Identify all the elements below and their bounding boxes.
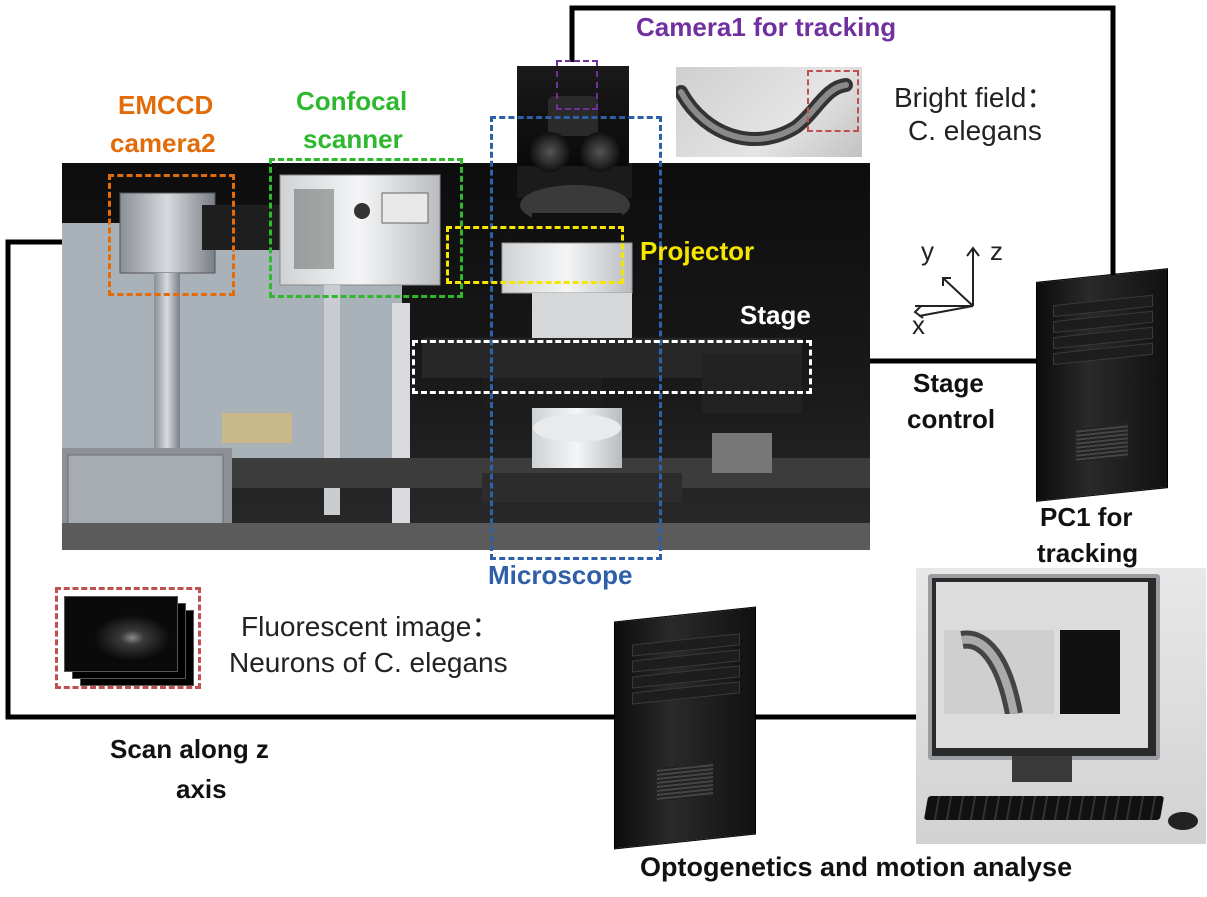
camera1-cable [569, 5, 1116, 283]
pc2-tower [614, 606, 756, 850]
projector-box [446, 226, 624, 284]
bright-field-label-line2: C. elegans [908, 115, 1042, 146]
pc1-tower [1036, 268, 1168, 502]
eyepiece-right [580, 132, 620, 172]
monitor-fluor-view [1060, 630, 1120, 714]
pc1-label-line2: tracking [1037, 538, 1139, 568]
stage-label: Stage [740, 300, 811, 330]
axis-y-label: y [921, 236, 934, 266]
monitor-screen [936, 582, 1148, 748]
pc1-label-line1: PC1 for [1040, 502, 1133, 532]
emccd-label-line2: camera2 [110, 128, 216, 158]
axis-x-label: x [912, 310, 925, 340]
projector-label: Projector [640, 236, 755, 266]
bright-field-roi-box [807, 70, 859, 132]
fluorescent-image [64, 596, 178, 672]
monitor-stand [1012, 756, 1072, 782]
monitor-worm [960, 630, 1023, 714]
bright-field-label-line1: Bright field： [894, 82, 1055, 113]
eyepiece-left [530, 132, 570, 172]
fluorescent-roi-box [55, 587, 201, 689]
scan-z-cable [5, 239, 614, 720]
stage-control-label-line1: Stage [913, 368, 984, 398]
stage-box [412, 340, 812, 394]
camera1-label: Camera1 for tracking [636, 12, 897, 42]
confocal-label-line1: Confocal [296, 86, 408, 116]
optogenetics-label: Optogenetics and motion analyse [640, 852, 1073, 882]
monitor-photo [916, 568, 1206, 844]
mouse [1168, 812, 1198, 830]
bright-field-image [676, 67, 862, 157]
monitor-tracking-view [944, 630, 1054, 714]
microscope-label: Microscope [488, 560, 633, 590]
stage-control-label-line2: control [907, 404, 996, 434]
emccd-label-line1: EMCCD [118, 90, 214, 120]
microscope-box [490, 116, 662, 560]
scan-z-label-line2: axis [176, 774, 227, 804]
keyboard [923, 796, 1165, 820]
camera1-box [556, 60, 598, 110]
fluorescent-label-line2: Neurons of C. elegans [229, 647, 508, 678]
confocal-box [269, 158, 463, 298]
fluorescent-label-line1: Fluorescent image： [241, 611, 500, 642]
emccd-box [108, 174, 235, 296]
bright-field-worm [676, 78, 853, 147]
axis-z-label: z [990, 236, 1003, 266]
confocal-label-line2: scanner [303, 124, 403, 154]
axis-gizmo [913, 246, 980, 319]
scan-z-label-line1: Scan along z [110, 734, 269, 764]
